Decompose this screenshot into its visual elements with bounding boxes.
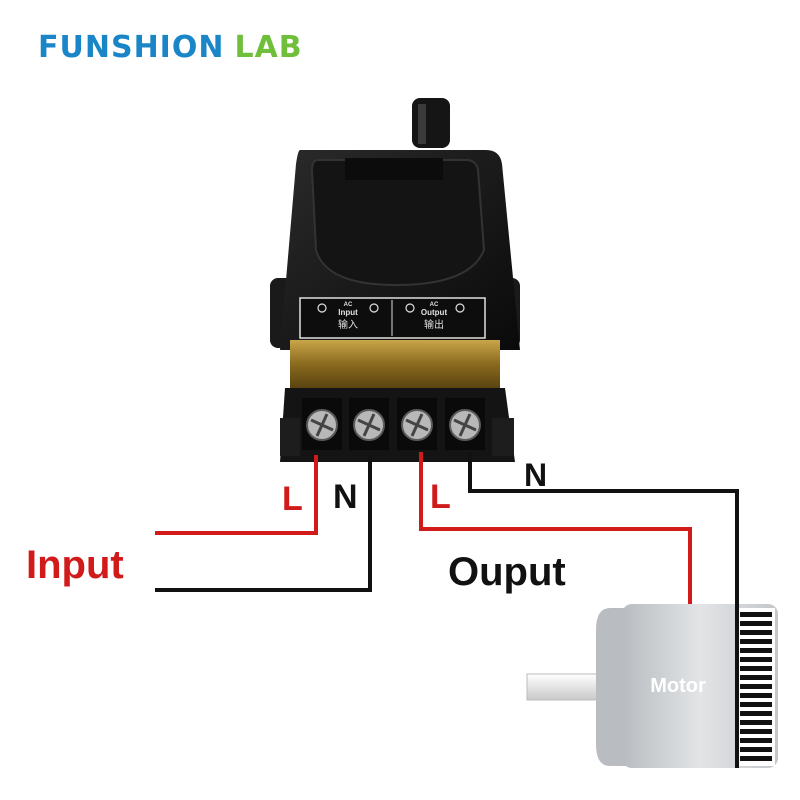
- gold-terminal-cover: [290, 340, 500, 388]
- output-side-label: Ouput: [448, 550, 566, 594]
- wire-output-neutral: [468, 452, 739, 768]
- output-label-cn: 输出: [424, 318, 444, 331]
- relay-cover: [310, 159, 486, 287]
- ac-label-out: AC: [430, 302, 439, 308]
- terminal-screw-output-l: [397, 398, 437, 450]
- terminal-screw-output-n: [445, 398, 485, 450]
- terminal-screws: [302, 398, 485, 450]
- input-neutral-label: N: [333, 478, 358, 516]
- terminal-screw-input-l: [302, 398, 342, 450]
- ac-label-in: AC: [344, 302, 353, 308]
- motor-end-cap: [596, 608, 630, 766]
- motor-vents: [740, 612, 772, 761]
- output-neutral-label: N: [524, 457, 547, 493]
- antenna: [412, 98, 450, 148]
- output-label-en: Output: [421, 308, 448, 317]
- motor: Motor: [526, 604, 778, 768]
- terminal-screw-input-n: [349, 398, 389, 450]
- wires: [155, 452, 739, 768]
- input-live-label: L: [282, 480, 303, 518]
- wire-input-neutral: [155, 455, 372, 592]
- input-label-cn: 输入: [338, 318, 358, 331]
- input-side-label: Input: [26, 543, 124, 587]
- brand-name: FUNSHION: [38, 30, 225, 65]
- wire-input-live: [155, 455, 318, 535]
- brand-logo: FUNSHION LAB: [38, 30, 303, 65]
- output-live-label: L: [430, 478, 451, 516]
- motor-label: Motor: [650, 675, 706, 697]
- wire-output-live: [419, 452, 692, 604]
- brand-sub: LAB: [234, 30, 303, 65]
- input-label-en: Input: [338, 308, 358, 317]
